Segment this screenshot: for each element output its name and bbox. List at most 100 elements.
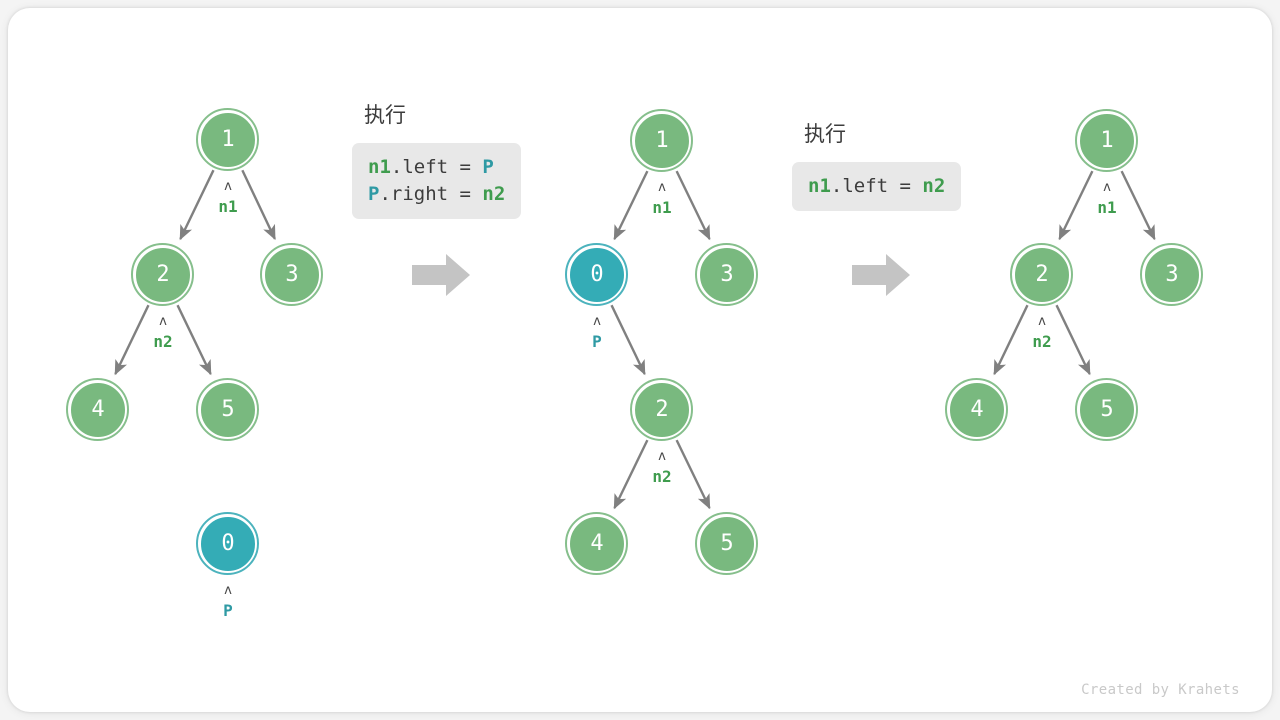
node-value: 3: [285, 262, 299, 287]
tree-edge: [1055, 304, 1091, 376]
node-outer-ring: [1074, 377, 1138, 441]
footer-credit: Created by Krahets: [1081, 682, 1240, 698]
code-token: P: [482, 156, 494, 178]
tree-edge: [993, 304, 1029, 376]
tree-node-5: 5: [1074, 377, 1138, 441]
tree-node-4: 4: [944, 377, 1008, 441]
node-value: 1: [655, 128, 669, 153]
node-value: 4: [590, 531, 604, 556]
code-token: n1: [808, 175, 831, 197]
tree-edge: [114, 304, 150, 376]
pointer-label-n1: ʌ n1: [205, 179, 251, 216]
tree-edge: [241, 169, 276, 241]
node-value: 0: [221, 531, 235, 556]
node-outer-ring: [130, 242, 194, 306]
code-line: n1.left = n2: [808, 173, 945, 200]
step-transition-arrow-icon: [852, 254, 910, 296]
node-outer-ring: [629, 377, 693, 441]
node-value: 4: [91, 397, 105, 422]
tree-node-5: 5: [694, 511, 758, 575]
tree-edge: [176, 304, 212, 376]
node-outer-ring: [564, 242, 628, 306]
caret-icon: ʌ: [224, 179, 232, 194]
edge-group: [114, 169, 1156, 510]
node-value: 4: [970, 397, 984, 422]
tree-node-0: 0: [195, 511, 259, 575]
node-outer-ring: [195, 107, 259, 171]
tree-node-3: 3: [259, 242, 323, 306]
code-token: n2: [922, 175, 946, 197]
node-outer-ring: [694, 511, 758, 575]
node-value: 1: [221, 127, 235, 152]
code-line: n1.left = P: [368, 154, 505, 181]
pointer-name: P: [223, 601, 233, 620]
tree-node-1: 1: [629, 108, 693, 172]
pointer-name: n2: [1032, 332, 1052, 351]
step-caption: 执行: [364, 104, 406, 127]
tree-edge: [613, 170, 649, 241]
node-value: 3: [1165, 262, 1179, 287]
node-outer-ring: [195, 511, 259, 575]
caret-icon: ʌ: [224, 583, 232, 598]
node-value: 5: [720, 531, 734, 556]
caret-icon: ʌ: [159, 314, 167, 329]
pointer-label-n2: ʌ n2: [1019, 314, 1065, 351]
code-token: .left =: [390, 156, 483, 178]
node-outer-ring: [629, 108, 693, 172]
tree-node-2: 2: [130, 242, 194, 306]
pointer-name: n2: [652, 467, 672, 486]
tree-node-1: 1: [1074, 108, 1138, 172]
tree-node-4: 4: [65, 377, 129, 441]
pointer-name: n1: [218, 197, 238, 216]
caret-icon: ʌ: [658, 180, 666, 195]
tree-node-5: 5: [195, 377, 259, 441]
node-value: 5: [221, 397, 235, 422]
tree-node-2: 2: [629, 377, 693, 441]
tree-edge: [610, 304, 646, 376]
caret-icon: ʌ: [1038, 314, 1046, 329]
tree-node-3: 3: [694, 242, 758, 306]
node-outer-ring: [1074, 108, 1138, 172]
tree-edge: [613, 439, 649, 510]
tree-node-3: 3: [1139, 242, 1203, 306]
step-arrow-group: [412, 254, 910, 296]
node-value: 2: [1035, 262, 1049, 287]
node-value: 1: [1100, 128, 1114, 153]
code-snippet: n1.left = n2: [792, 162, 962, 211]
step-transition-arrow-icon: [412, 254, 470, 296]
node-outer-ring: [65, 377, 129, 441]
code-token: .left =: [830, 175, 923, 197]
node-outer-ring: [1139, 242, 1203, 306]
code-line: P.right = n2: [368, 181, 505, 208]
pointer-label-n2: ʌ n2: [140, 314, 186, 351]
node-value: 3: [720, 262, 734, 287]
pointer-name: n2: [153, 332, 173, 351]
pointer-label-n2: ʌ n2: [639, 449, 685, 486]
tree-node-0: 0: [564, 242, 628, 306]
node-outer-ring: [944, 377, 1008, 441]
pointer-name: n1: [652, 198, 672, 217]
node-value: 2: [655, 397, 669, 422]
tree-edge: [1058, 170, 1094, 241]
caret-icon: ʌ: [658, 449, 666, 464]
code-token: n2: [482, 183, 506, 205]
pointer-name: n1: [1097, 198, 1117, 217]
tree-node-4: 4: [564, 511, 628, 575]
node-outer-ring: [694, 242, 758, 306]
tree-edge: [1120, 170, 1156, 241]
node-outer-ring: [564, 511, 628, 575]
node-outer-ring: [1009, 242, 1073, 306]
code-token: P: [368, 183, 380, 205]
node-value: 2: [156, 262, 170, 287]
pointer-label-n1: ʌ n1: [639, 180, 685, 217]
tree-node-1: 1: [195, 107, 259, 171]
code-token: .right =: [379, 183, 483, 205]
node-outer-ring: [195, 377, 259, 441]
step-caption: 执行: [804, 123, 846, 146]
